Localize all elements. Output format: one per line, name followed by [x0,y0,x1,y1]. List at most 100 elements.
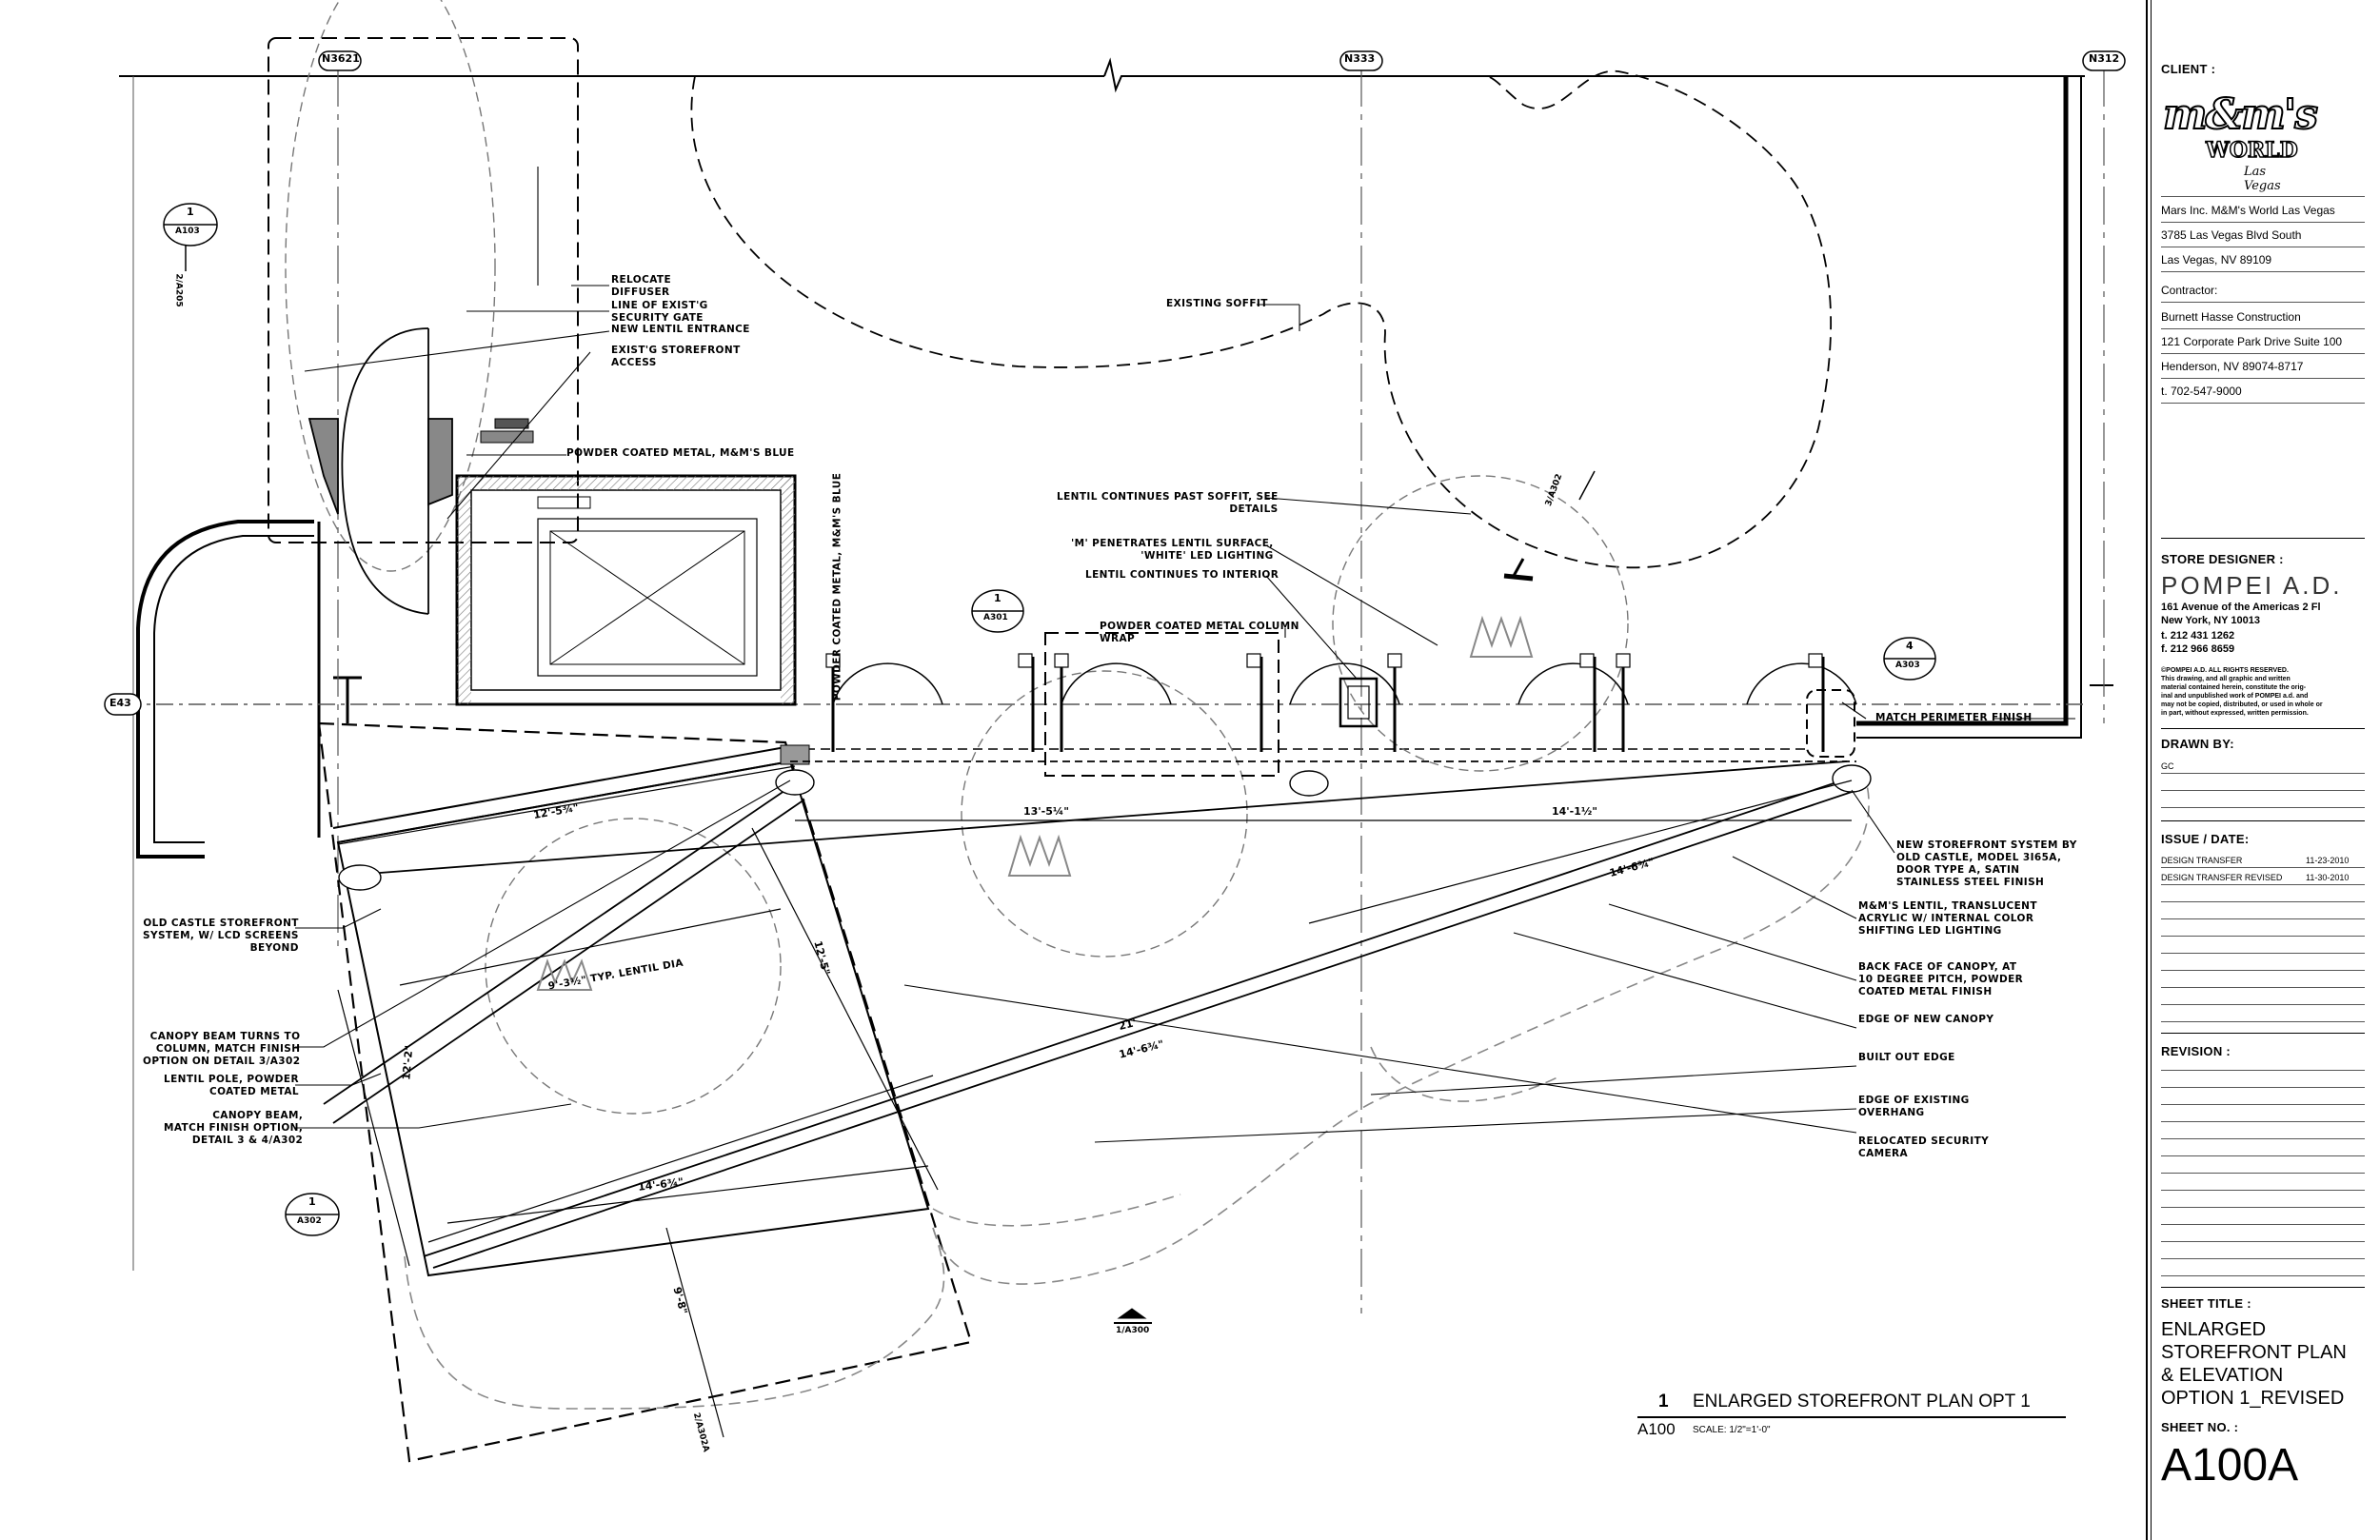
storefront-mullions [831,657,1825,752]
note-new-storefront: NEW STOREFRONT SYSTEM BY OLD CASTLE, MOD… [1896,839,2077,888]
ref-4-sheet: A303 [1895,661,1920,670]
client-label: CLIENT : [2161,62,2216,76]
revision-label: REVISION : [2161,1044,2231,1058]
plan-sheet: A100 [1637,1420,1676,1438]
contractor-address-1: 121 Corporate Park Drive Suite 100 [2161,335,2343,348]
issue-2-date: 11-30-2010 [2306,873,2350,882]
designer-address-1: 161 Avenue of the Americas 2 Fl [2161,602,2321,613]
logo-text: m&m's [2162,89,2319,140]
note-edge-new-canopy: EDGE OF NEW CANOPY [1858,1014,1994,1025]
note-lentil-interior: LENTIL CONTINUES TO INTERIOR [1085,569,1279,581]
lentil-poles [338,764,1872,891]
designer-address-2: New York, NY 10013 [2161,615,2260,626]
dimension-label: 13'-5¼" [1023,805,1070,818]
detail-reference-circles [163,203,1936,1236]
sheet-title-label: SHEET TITLE : [2161,1296,2251,1311]
designer-label: STORE DESIGNER : [2161,552,2284,566]
note-mms-lentil: M&M'S LENTIL, TRANSLUCENT ACRYLIC W/ INT… [1858,900,2037,937]
logo-city: Las Vegas [2244,165,2281,193]
left-entrance [307,327,453,615]
grid-label-n333: N333 [1344,52,1376,65]
note-relocate-diffuser: RELOCATE DIFFUSER [611,274,672,298]
drawn-by-value: GC [2161,761,2174,771]
plan-scale: SCALE: 1/2"=1'-0" [1693,1425,1771,1435]
building-outline [119,57,2113,1271]
ref-top-sheet: A103 [175,227,200,236]
note-powder-coated-blue: POWDER COATED METAL, M&M'S BLUE [566,447,795,459]
note-security-gate: LINE OF EXIST'G SECURITY GATE [611,300,708,324]
leader-lines [295,167,2075,1143]
ref-column-sheet: A301 [983,613,1008,622]
issue-1-date: 11-23-2010 [2306,856,2350,865]
sheet-number-label: SHEET NO. : [2161,1420,2239,1434]
grid-label-n3621: N3621 [322,52,360,65]
client-logo: m&m's WORLD Las Vegas [2162,89,2319,193]
note-canopy-beam: CANOPY BEAM, MATCH FINISH OPTION, DETAIL… [164,1110,304,1146]
note-built-out-edge: BUILT OUT EDGE [1858,1052,1955,1063]
grid-label-e43: E43 [109,697,131,709]
ref-top-number: 1 [187,206,194,218]
note-column-wrap: POWDER COATED METAL COLUMN WRAP [1100,621,1299,644]
sheet-title-line-2: STOREFRONT PLAN [2161,1342,2347,1363]
ref-bottom-number: 1 [308,1195,316,1208]
plan-number: 1 [1658,1392,1669,1412]
note-match-perimeter: MATCH PERIMETER FINISH [1875,712,2033,723]
door-handles [825,653,1823,668]
note-canopy-beam-turns: CANOPY BEAM TURNS TO COLUMN, MATCH FINIS… [143,1031,301,1067]
contractor-label: Contractor: [2161,284,2218,297]
designer-tel: t. 212 431 1262 [2161,630,2235,642]
contractor-name: Burnett Hasse Construction [2161,310,2301,324]
ref-4-number: 4 [1906,640,1914,652]
canopy [317,721,973,1463]
copyright-notice: ©POMPEI A.D. ALL RIGHTS RESERVED. This d… [2161,667,2323,717]
contractor-phone: t. 702-547-9000 [2161,385,2242,398]
note-powder-coated-blue-vertical: POWDER COATED METAL, M&M'S BLUE [831,472,843,701]
lentil-outlines [285,0,1629,1115]
issue-2-name: DESIGN TRANSFER REVISED [2161,873,2283,882]
dimension-label: 14'-1½" [1552,805,1598,818]
note-old-castle: OLD CASTLE STOREFRONT SYSTEM, W/ LCD SCR… [143,918,299,954]
canopy-beams [323,760,1867,1269]
note-relocated-camera: RELOCATED SECURITY CAMERA [1858,1135,1990,1159]
grid-label-n312: N312 [2089,52,2120,65]
note-m-penetrates: 'M' PENETRATES LENTIL SURFACE, 'WHITE' L… [1071,538,1274,562]
designer-name: POMPEI A.D. [2161,571,2343,600]
note-existing-soffit: EXISTING SOFFIT [1166,298,1268,309]
column-wrap [1044,632,1855,777]
title-block: CLIENT : m&m's WORLD Las Vegas Mars Inc.… [2146,0,2380,1540]
note-back-face-canopy: BACK FACE OF CANOPY, AT 10 DEGREE PITCH,… [1858,961,2024,997]
note-lentil-past-soffit: LENTIL CONTINUES PAST SOFFIT, SEE DETAIL… [1057,491,1279,515]
existing-soffit [690,70,1833,569]
issue-1-name: DESIGN TRANSFER [2161,856,2243,865]
sheet-number: A100A [2161,1440,2299,1491]
grid-bubbles [104,50,2126,716]
sheet-title-line-1: ENLARGED [2161,1319,2267,1340]
door-swings [832,662,1857,705]
note-edge-existing-overhang: EDGE OF EXISTING OVERHANG [1858,1095,1970,1118]
m-logo-marks [536,615,1534,991]
ref-column-number: 1 [994,592,1002,604]
sheet-title-line-4: OPTION 1_REVISED [2161,1388,2345,1409]
issue-label: ISSUE / DATE: [2161,832,2250,846]
dimension-lines [337,765,1853,1438]
client-address-1: 3785 Las Vegas Blvd South [2161,228,2302,242]
designer-fax: f. 212 966 8659 [2161,643,2235,655]
drawn-by-label: DRAWN BY: [2161,737,2234,751]
note-lentil-pole: LENTIL POLE, POWDER COATED METAL [164,1074,299,1097]
security-gate-area [268,37,579,543]
sheet-title-line-3: & ELEVATION [2161,1365,2284,1386]
section-tag-left: 2/A205 [173,273,184,307]
note-existg-storefront-access: EXIST'G STOREFRONT ACCESS [611,345,741,368]
plan-title: ENLARGED STOREFRONT PLAN OPT 1 [1693,1392,2031,1412]
ref-bottom-sheet: A302 [297,1216,322,1226]
storefront-line [124,703,2085,750]
client-name: Mars Inc. M&M's World Las Vegas [2161,204,2335,217]
client-address-2: Las Vegas, NV 89109 [2161,253,2272,267]
contractor-address-2: Henderson, NV 89074-8717 [2161,360,2304,373]
elevator-shaft [455,418,797,706]
edge-of-existing-overhang [404,780,1870,1410]
note-new-lentil-entrance: NEW LENTIL ENTRANCE [611,324,750,335]
section-tag-center: 1/A300 [1116,1326,1150,1335]
section-markers [185,243,1596,1324]
